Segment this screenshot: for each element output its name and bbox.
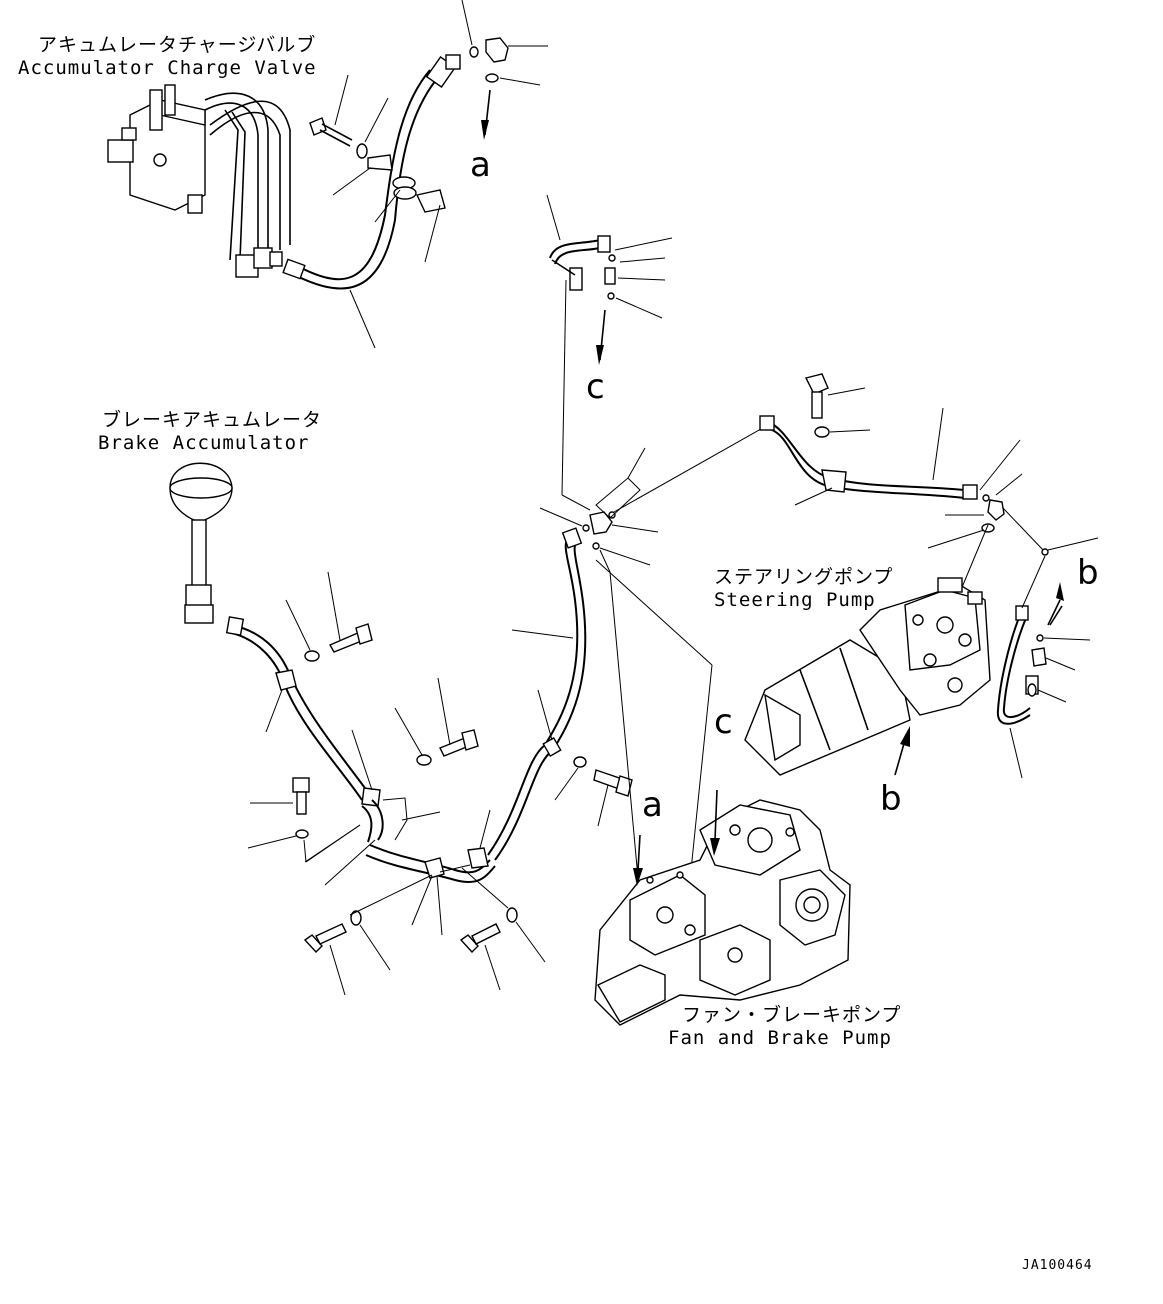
drawing-code: JA100464 xyxy=(1022,1258,1093,1273)
center-tee-fitting xyxy=(539,279,769,901)
connection-letter-c-pump: c xyxy=(714,702,733,742)
steering-pump-side-hose xyxy=(894,537,1099,779)
steering-pump-jp-label: ステアリングポンプ xyxy=(714,566,894,588)
small-hose-c xyxy=(546,194,673,365)
pump-arrows xyxy=(633,789,720,886)
bolt-and-washer-1 xyxy=(309,74,441,349)
bolt-and-washer-steering xyxy=(804,373,871,438)
fan-brake-pump-drawing xyxy=(594,799,851,1026)
upper-hose xyxy=(282,54,461,290)
accumulator-charge-valve-en-label: Accumulator Charge Valve xyxy=(18,57,317,79)
fan-brake-pump-en-label: Fan and Brake Pump xyxy=(668,1027,892,1049)
steering-pump-drawing xyxy=(744,577,991,776)
brake-section-leaders xyxy=(265,629,574,936)
connection-letter-b-bottom: b xyxy=(880,779,902,819)
steering-hose-upper xyxy=(759,407,1046,629)
fan-brake-pump-jp-label: ファン・ブレーキポンプ xyxy=(682,1004,902,1026)
elbow-fitting-top xyxy=(461,0,548,140)
connection-letter-a-pump: a xyxy=(642,785,663,825)
accumulator-charge-valve-jp-label: アキュムレータチャージバルブ xyxy=(38,34,317,56)
brake-accumulator-en-label: Brake Accumulator xyxy=(98,432,310,454)
brake-accumulator-drawing xyxy=(169,462,233,624)
connection-letter-a-top: a xyxy=(470,145,491,185)
brake-accumulator-hose xyxy=(225,527,587,884)
connection-letter-b-right: b xyxy=(1077,553,1099,593)
bolts-and-washers-brake xyxy=(247,571,633,996)
steering-pump-en-label: Steering Pump xyxy=(714,589,876,611)
brake-accumulator-jp-label: ブレーキアキュムレータ xyxy=(102,409,323,431)
connection-letter-c-top: c xyxy=(586,367,605,407)
accumulator-charge-valve-drawing xyxy=(107,84,291,278)
